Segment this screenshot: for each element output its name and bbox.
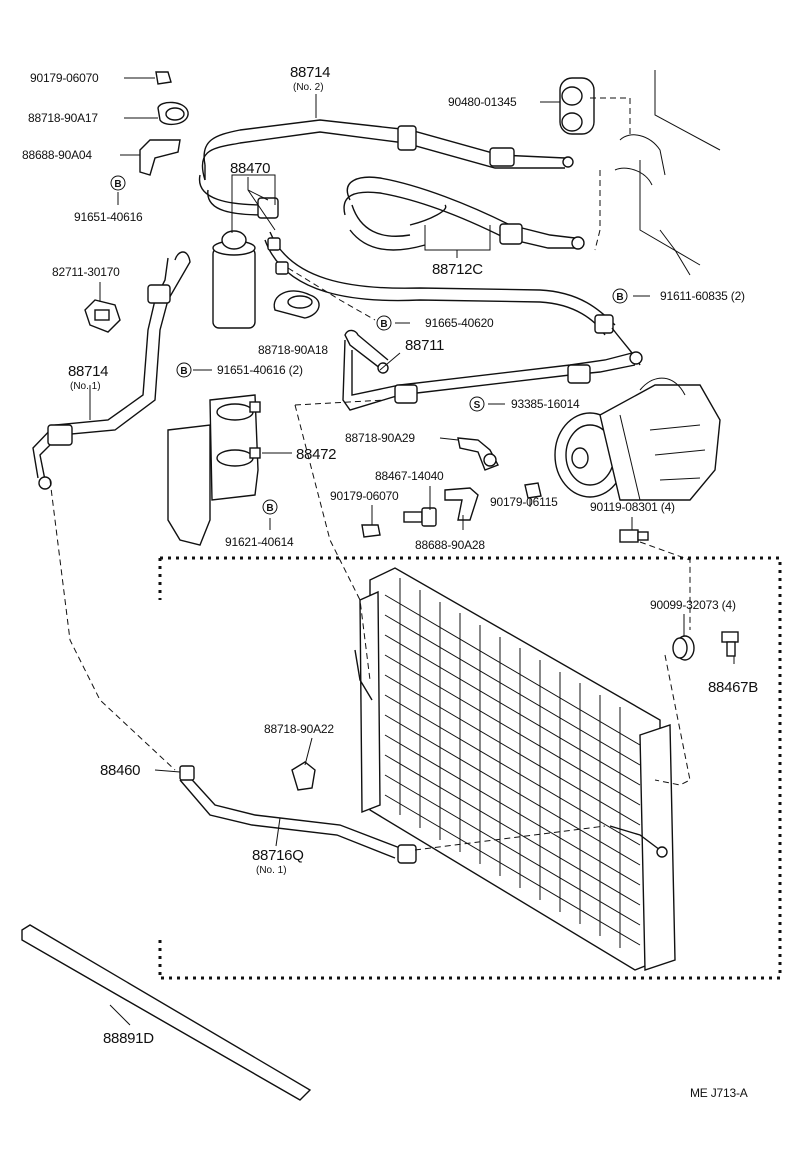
label-90480-01345: 90480-01345 [448,95,517,109]
label-90099-32073: 90099-32073 (4) [650,598,736,612]
clamp-88718-90A18 [273,267,376,321]
label-88714-no1-sub: (No. 1) [70,381,101,392]
clamp-88718-90A17 [157,101,189,126]
label-90119-08301: 90119-08301 (4) [590,500,675,514]
nut-90179-06115 [524,482,542,499]
label-88467B: 88467B [708,679,758,696]
leader-lines [89,77,735,1026]
screw-marker-93385-16014: S [469,396,485,412]
bolt-88467-14040 [403,507,437,527]
dashed-connection-lines [49,399,691,851]
label-88716Q-sub: (No. 1) [256,865,287,876]
label-88470: 88470 [230,160,270,177]
label-90179-06070-mid: 90179-06070 [330,489,399,503]
condenser-frame [158,556,782,980]
bracket-88472 [167,394,261,546]
svg-text:B: B [266,503,273,514]
nut-90179-06070-mid [361,524,381,538]
label-88718-90A29: 88718-90A29 [345,431,415,445]
svg-text:B: B [616,292,623,303]
svg-text:B: B [114,179,121,190]
label-90179-06115: 90179-06115 [490,495,558,509]
bolt-marker-91665-40620: B [376,315,392,331]
bracket-88688-90A04 [139,139,181,176]
pipe-88711 [342,329,643,411]
part-labels: 90179-06070 88718-90A17 88688-90A04 9165… [22,64,759,1100]
label-88688-90A28: 88688-90A28 [415,538,485,552]
bracket-88688-90A28 [444,487,479,521]
compressor [554,377,721,501]
hose-88714-no1 [32,251,191,490]
label-88714-no2: 88714 [290,64,330,81]
bolt-marker-91651-40616-2: B [176,362,192,378]
label-88712C: 88712C [432,261,483,278]
svg-text:S: S [474,400,481,411]
label-91665-40620: 91665-40620 [425,316,494,330]
cushion-90099-32073 [672,635,695,661]
label-91611-60835: 91611-60835 (2) [660,289,745,303]
label-88467-14040: 88467-14040 [375,469,444,483]
hose-to-compressor [264,231,641,366]
clamp-82711-30170 [84,299,121,333]
seal-88891D [21,924,312,1101]
label-90179-06070-top: 90179-06070 [30,71,99,85]
condenser-88460 [354,567,676,971]
label-88688-90A04: 88688-90A04 [22,148,92,162]
label-88714-no2-sub: (No. 2) [293,82,324,93]
bolt-marker-91621-40614: B [262,499,278,515]
bracket-88718-90A29 [457,437,499,471]
hose-88714-no2 [198,119,574,219]
bolt-88467B [721,631,739,657]
clamp-88718-90A22 [291,761,316,791]
label-82711-30170: 82711-30170 [52,265,120,279]
label-88891D: 88891D [103,1030,154,1047]
label-88472: 88472 [296,446,336,463]
svg-text:B: B [180,366,187,377]
receiver-drier-88470 [212,174,289,329]
label-88718-90A17: 88718-90A17 [28,111,98,125]
bolt-marker-91651-40616-top: B [110,175,126,191]
svg-text:B: B [380,319,387,330]
evaporator-outline [590,70,721,276]
label-88718-90A22: 88718-90A22 [264,722,334,736]
label-91651-40616-top: 91651-40616 [74,210,143,224]
label-91651-40616-2: 91651-40616 (2) [217,363,303,377]
label-88714-no1: 88714 [68,363,108,380]
label-88711: 88711 [405,337,444,354]
label-93385-16014: 93385-16014 [511,397,580,411]
diagram-reference-code: ME J713-A [690,1086,748,1100]
hose-88712C [343,176,585,258]
nut-90179-06070-top [155,71,172,85]
pipe-88716Q [179,765,417,864]
grommet-90480-01345 [559,77,595,135]
bolt-marker-91611-60835: B [612,288,628,304]
label-88718-90A18: 88718-90A18 [258,343,328,357]
label-88716Q: 88716Q [252,847,304,864]
bolt-90119-08301 [619,529,649,543]
label-91621-40614: 91621-40614 [225,535,294,549]
condenser-fins [384,578,641,948]
label-88460: 88460 [100,762,140,779]
